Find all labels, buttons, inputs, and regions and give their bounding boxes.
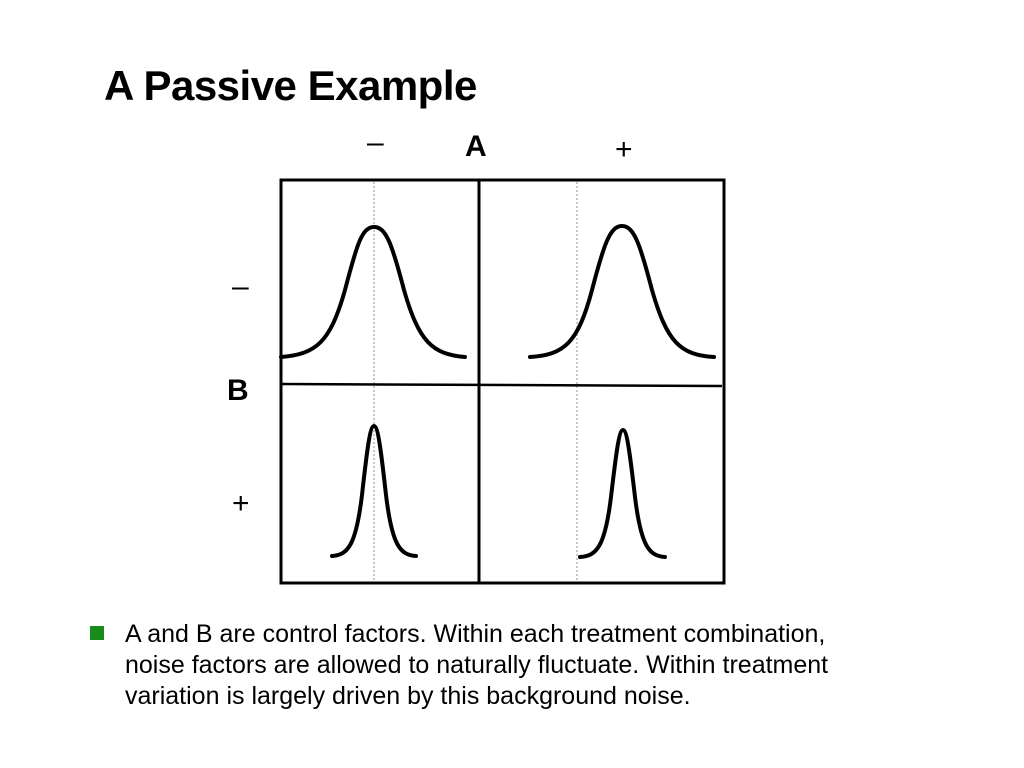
distribution-curve-a-low-b-low: [279, 225, 467, 359]
factor-a-label: A: [465, 130, 487, 163]
slide-title: A Passive Example: [104, 62, 477, 109]
factor-b-low-label: –: [232, 270, 249, 303]
factor-b-label: B: [227, 374, 249, 407]
factor-a-low-label: –: [367, 126, 384, 159]
factor-a-high-label: +: [615, 133, 633, 166]
bullet-text: A and B are control factors. Within each…: [125, 620, 829, 710]
bullet-marker: [90, 626, 104, 640]
factor-b-high-label: +: [232, 487, 250, 520]
design-grid-frame: [279, 178, 726, 585]
distribution-curve-a-high-b-low: [528, 224, 716, 359]
distribution-curve-a-high-b-high: [578, 428, 667, 559]
design-grid-horizontal-divider: [280, 382, 723, 388]
distribution-curve-a-low-b-high: [330, 424, 418, 558]
